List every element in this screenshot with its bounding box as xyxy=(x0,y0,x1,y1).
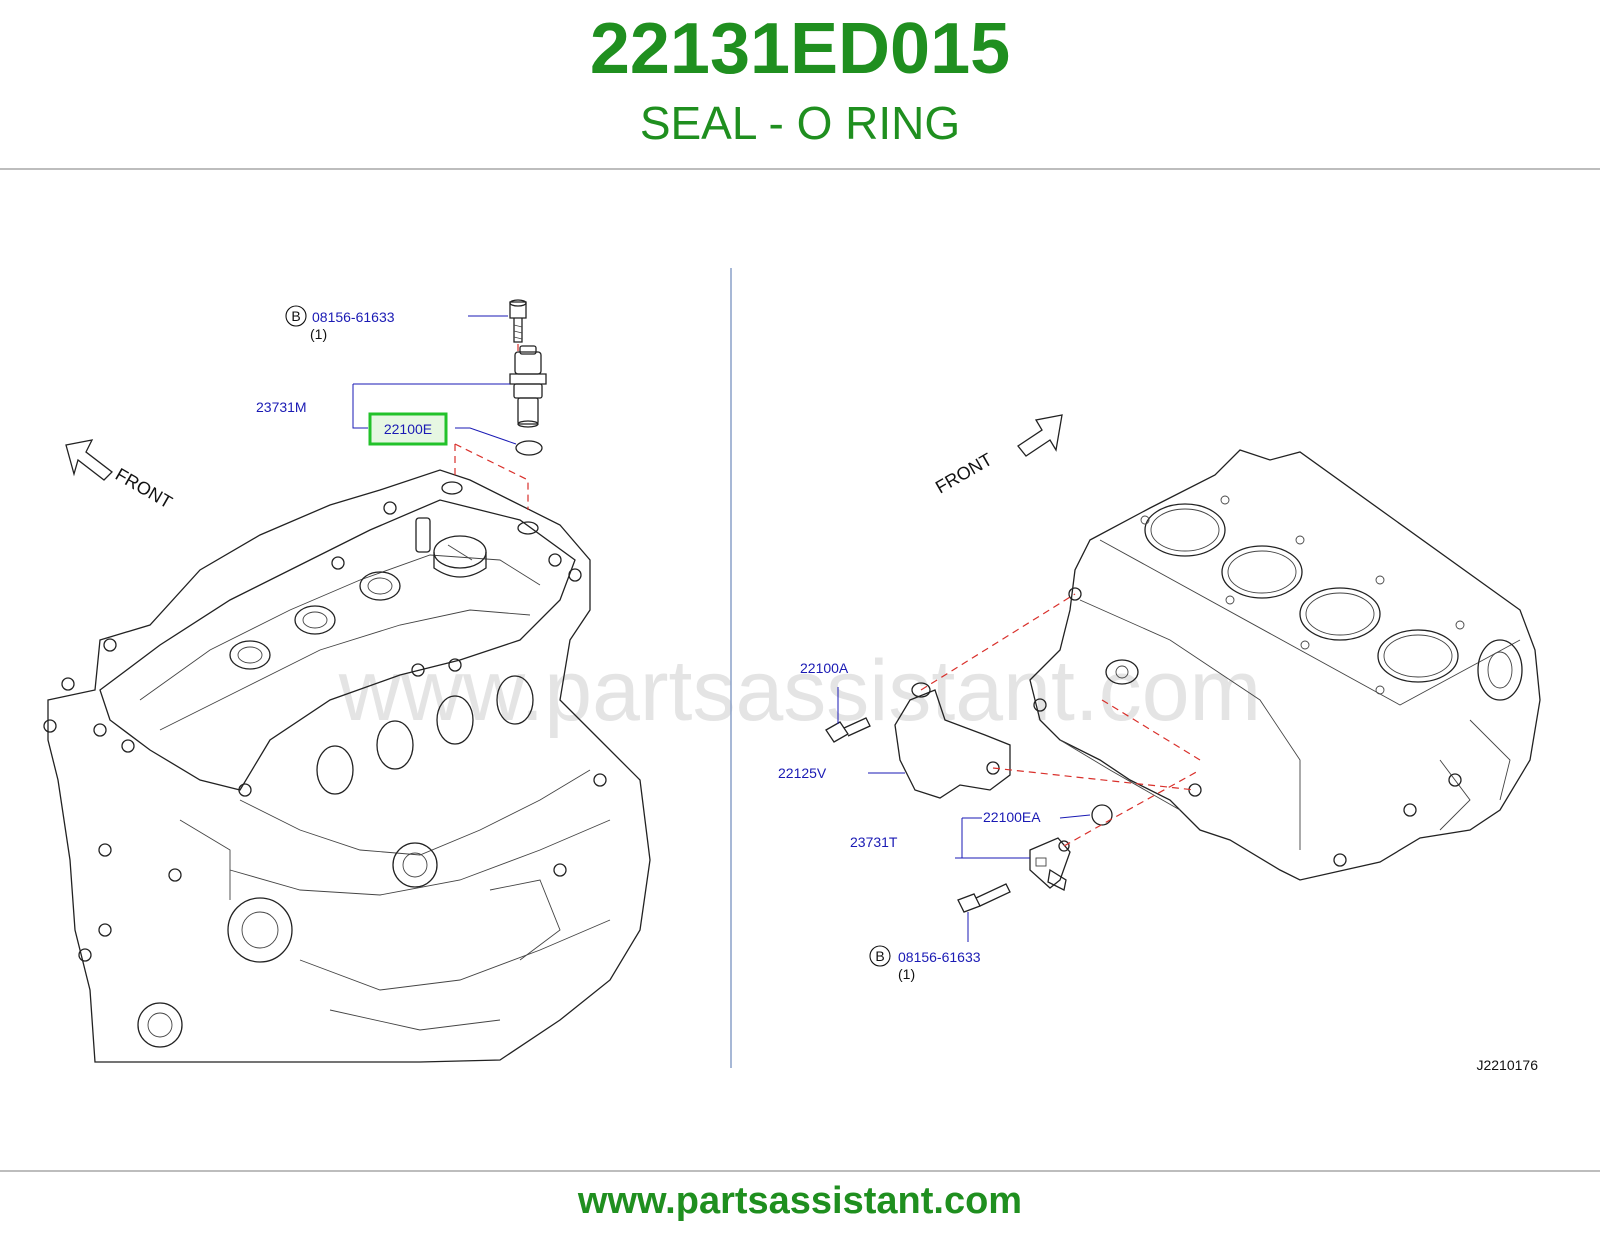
label-22100E[interactable]: 22100E xyxy=(384,421,432,437)
left-sensor-drawing xyxy=(509,345,547,428)
assembly-line xyxy=(1063,769,1201,847)
left-bolt-drawing xyxy=(509,299,527,343)
label-22100EA[interactable]: 22100EA xyxy=(983,809,1041,825)
part-name-subtitle: SEAL - O RING xyxy=(639,97,961,149)
bracket-23731M xyxy=(352,384,368,429)
label-bolt-08156-61633-right[interactable]: 08156-61633 xyxy=(898,949,981,965)
front-label-left: FRONT xyxy=(112,464,176,512)
ref-circle-b xyxy=(285,305,307,327)
front-arrow-right: FRONT xyxy=(932,414,1063,497)
label-bolt-08156-61633[interactable]: 08156-61633 xyxy=(312,309,395,325)
bolt-22100A-drawing xyxy=(825,717,871,743)
leader-22100EA xyxy=(1059,814,1091,819)
label-22100A[interactable]: 22100A xyxy=(800,660,849,676)
front-arrow-left: FRONT xyxy=(65,439,176,512)
label-23731M[interactable]: 23731M xyxy=(256,399,307,415)
label-23731T[interactable]: 23731T xyxy=(850,834,898,850)
footer-divider xyxy=(0,1170,1600,1172)
front-label-right: FRONT xyxy=(932,449,996,497)
o-ring-22100EA-drawing xyxy=(1091,804,1113,826)
highlight-22100E[interactable]: 22100E xyxy=(368,412,448,446)
label-bolt-qty: (1) xyxy=(310,326,327,342)
leader-22100E xyxy=(455,427,517,445)
cover-22125V-drawing xyxy=(894,682,1011,799)
part-number-title: 22131ED015 xyxy=(589,9,1011,89)
left-engine-drawing xyxy=(43,469,651,1063)
bolt-right-drawing xyxy=(957,883,1011,913)
diagram-reference-id: J2210176 xyxy=(1476,1057,1538,1073)
footer-website-link[interactable]: www.partsassistant.com xyxy=(577,1180,1023,1222)
assembly-line xyxy=(992,767,1196,791)
label-bolt-qty-right: (1) xyxy=(898,966,915,982)
ref-letter-b-right: B xyxy=(875,948,884,964)
o-ring-22100E-drawing[interactable] xyxy=(515,440,543,456)
header-divider xyxy=(0,168,1600,170)
ref-circle-b-right xyxy=(869,945,891,967)
ref-letter-b: B xyxy=(291,308,300,324)
assembly-line xyxy=(920,593,1076,691)
assembly-line xyxy=(454,443,529,510)
watermark-text: www.partsassistant.com xyxy=(338,643,1261,739)
parts-diagram: www.partsassistant.com xyxy=(43,268,1541,1073)
label-22125V[interactable]: 22125V xyxy=(778,765,827,781)
right-engine-block-drawing xyxy=(1029,449,1541,881)
sensor-23731T-drawing xyxy=(1029,837,1071,891)
bracket-23731T xyxy=(955,817,982,859)
